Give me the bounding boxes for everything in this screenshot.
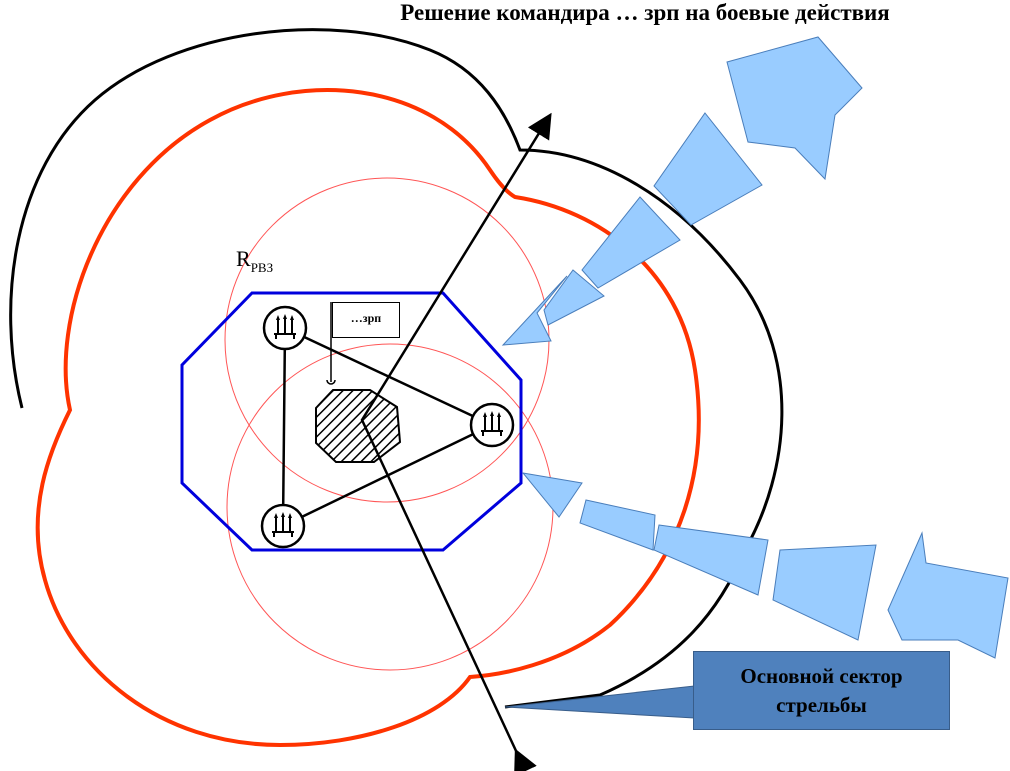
threat-arrow-lower-tip	[521, 472, 583, 518]
launcher-icon	[260, 503, 306, 549]
launcher-icon	[469, 402, 515, 448]
threat-arrow-lower-seg2	[653, 524, 769, 596]
firing-sector-axis	[360, 112, 552, 771]
unit-flag-label: …зрп	[332, 302, 400, 338]
diagram-title: Решение командира … зрп на боевые действ…	[400, 0, 890, 25]
callout-text: Основной сектор стрельбы	[740, 664, 903, 717]
threat-arrow-upper	[501, 36, 863, 346]
main-fire-sector-callout: Основной сектор стрельбы	[693, 651, 950, 730]
threat-arrow-lower	[521, 472, 1009, 659]
threat-arrow-lower-seg3	[772, 544, 877, 641]
threat-arrow-upper-tip	[501, 275, 568, 346]
threat-arrow-lower-head	[887, 531, 1009, 659]
threat-arrow-upper-head	[726, 36, 863, 181]
flag-hook	[326, 379, 336, 385]
radius-label-main: R	[236, 246, 251, 271]
command-post-icon	[315, 389, 402, 463]
threat-arrow-upper-seg2	[581, 196, 681, 289]
position-area	[180, 291, 523, 552]
launcher-icon	[262, 305, 308, 351]
threat-arrow-lower-seg1	[579, 499, 656, 551]
threat-arrow-upper-seg3	[543, 269, 605, 326]
radius-label-sub: РВЗ	[250, 260, 274, 275]
threat-arrow-upper-seg1	[653, 112, 763, 226]
radius-label: RРВЗ	[236, 246, 274, 275]
inner-zone-boundary	[35, 88, 701, 748]
outer-zone-boundary	[9, 28, 784, 709]
